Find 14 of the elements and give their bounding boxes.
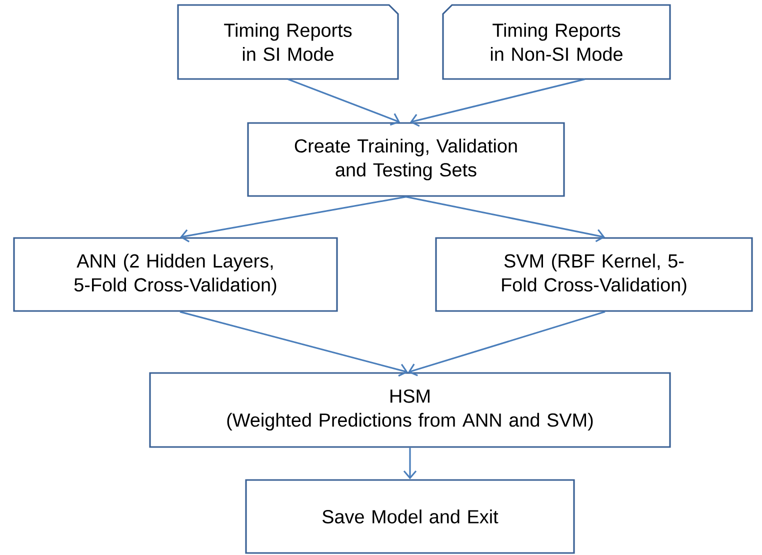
- arrow: [403, 448, 417, 480]
- document-box: Timing Reports in Non-SI Mode: [442, 4, 671, 80]
- process-box: Create Training, Validation and Testing Sets: [247, 122, 565, 197]
- arrow: [288, 78, 400, 126]
- process-box: SVM (RBF Kernel, 5-Fold Cross-Validation): [435, 237, 753, 312]
- arrow: [180, 196, 406, 242]
- process-box: HSM (Weighted Predictions from ANN and SVM): [149, 372, 671, 448]
- document-box: Timing Reports in SI Mode: [177, 4, 399, 80]
- process-box: ANN (2 Hidden Layers, 5-Fold Cross-Validation): [13, 237, 338, 312]
- arrow: [406, 196, 606, 242]
- process-box: Save Model and Exit: [245, 479, 575, 554]
- arrow: [180, 311, 408, 377]
- arrow: [410, 78, 586, 127]
- arrow: [408, 311, 606, 376]
